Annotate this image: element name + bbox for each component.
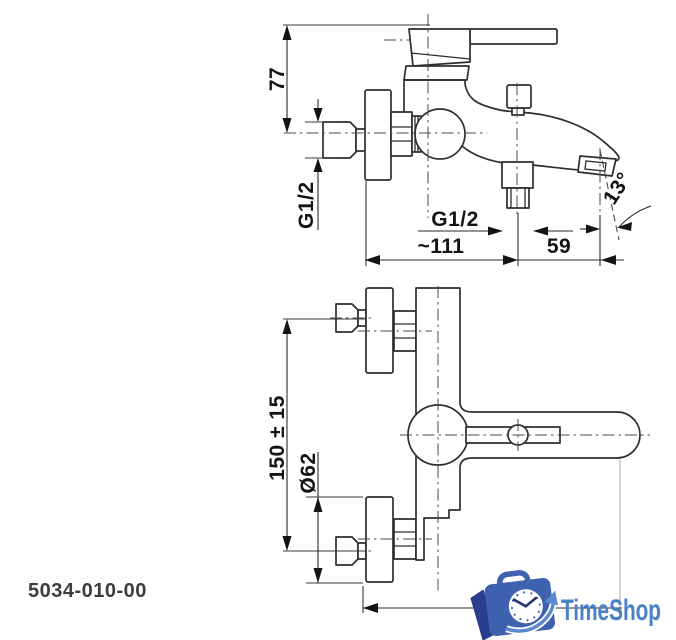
- arrowhead: [363, 603, 378, 613]
- arrowhead: [282, 118, 292, 133]
- stopwatch-bag-icon: [470, 570, 558, 640]
- logo-wordmark: TimeShop: [561, 594, 661, 627]
- aerator: [577, 155, 617, 177]
- spout-top-edge: [403, 79, 620, 162]
- dim-wall-thread-label: G1/2: [295, 181, 318, 229]
- union-nut-side: [390, 111, 413, 157]
- angle-reference-line: [599, 149, 620, 241]
- arrowhead: [313, 568, 323, 583]
- clock-ticks: [510, 591, 541, 622]
- arrowhead: [586, 224, 600, 234]
- angle-arc: [618, 205, 652, 228]
- timeshop-logo: TimeShop: [470, 570, 661, 640]
- faucet-body-front: [415, 287, 641, 561]
- arrowhead: [488, 226, 503, 236]
- arrowhead: [282, 25, 292, 40]
- eccentric-connector-side: [322, 121, 357, 159]
- dim-depth-label: ~111: [418, 235, 465, 258]
- cartridge-collar-side: [403, 65, 470, 81]
- arrowhead: [282, 319, 292, 334]
- wall-flange-side: [364, 89, 392, 181]
- dim-height-label: 77: [266, 67, 289, 91]
- arrowhead: [503, 255, 518, 265]
- part-number: 5034-010-00: [28, 580, 147, 602]
- valve-body-sphere: [414, 108, 466, 160]
- handle-lever-side: [469, 28, 558, 45]
- dim-connection-spacing-label: 150 ± 15: [266, 395, 289, 481]
- diverter-knob: [506, 84, 532, 109]
- clock-hands: [512, 596, 538, 608]
- arrowhead: [313, 108, 323, 122]
- arrowhead: [365, 255, 380, 265]
- arrowhead: [313, 497, 323, 512]
- installation-view: 150 ± 15 Ø62: [266, 286, 650, 613]
- arrowhead: [282, 536, 292, 551]
- swoosh-arrow: [505, 601, 556, 633]
- dim-outlet-thread-label: G1/2: [431, 208, 479, 231]
- arrowhead: [601, 255, 616, 265]
- handle-body-side: [408, 28, 471, 67]
- arrowhead: [617, 222, 632, 231]
- dim-spout-offset-label: 59: [547, 235, 571, 258]
- arrowhead: [313, 158, 323, 172]
- dim-flange-diameter-label: Ø62: [297, 452, 320, 493]
- side-view: 77 G1/2 G1/2 13° ~111 59: [266, 14, 652, 266]
- shower-outlet-thread: [506, 187, 530, 209]
- arrowhead: [533, 226, 548, 236]
